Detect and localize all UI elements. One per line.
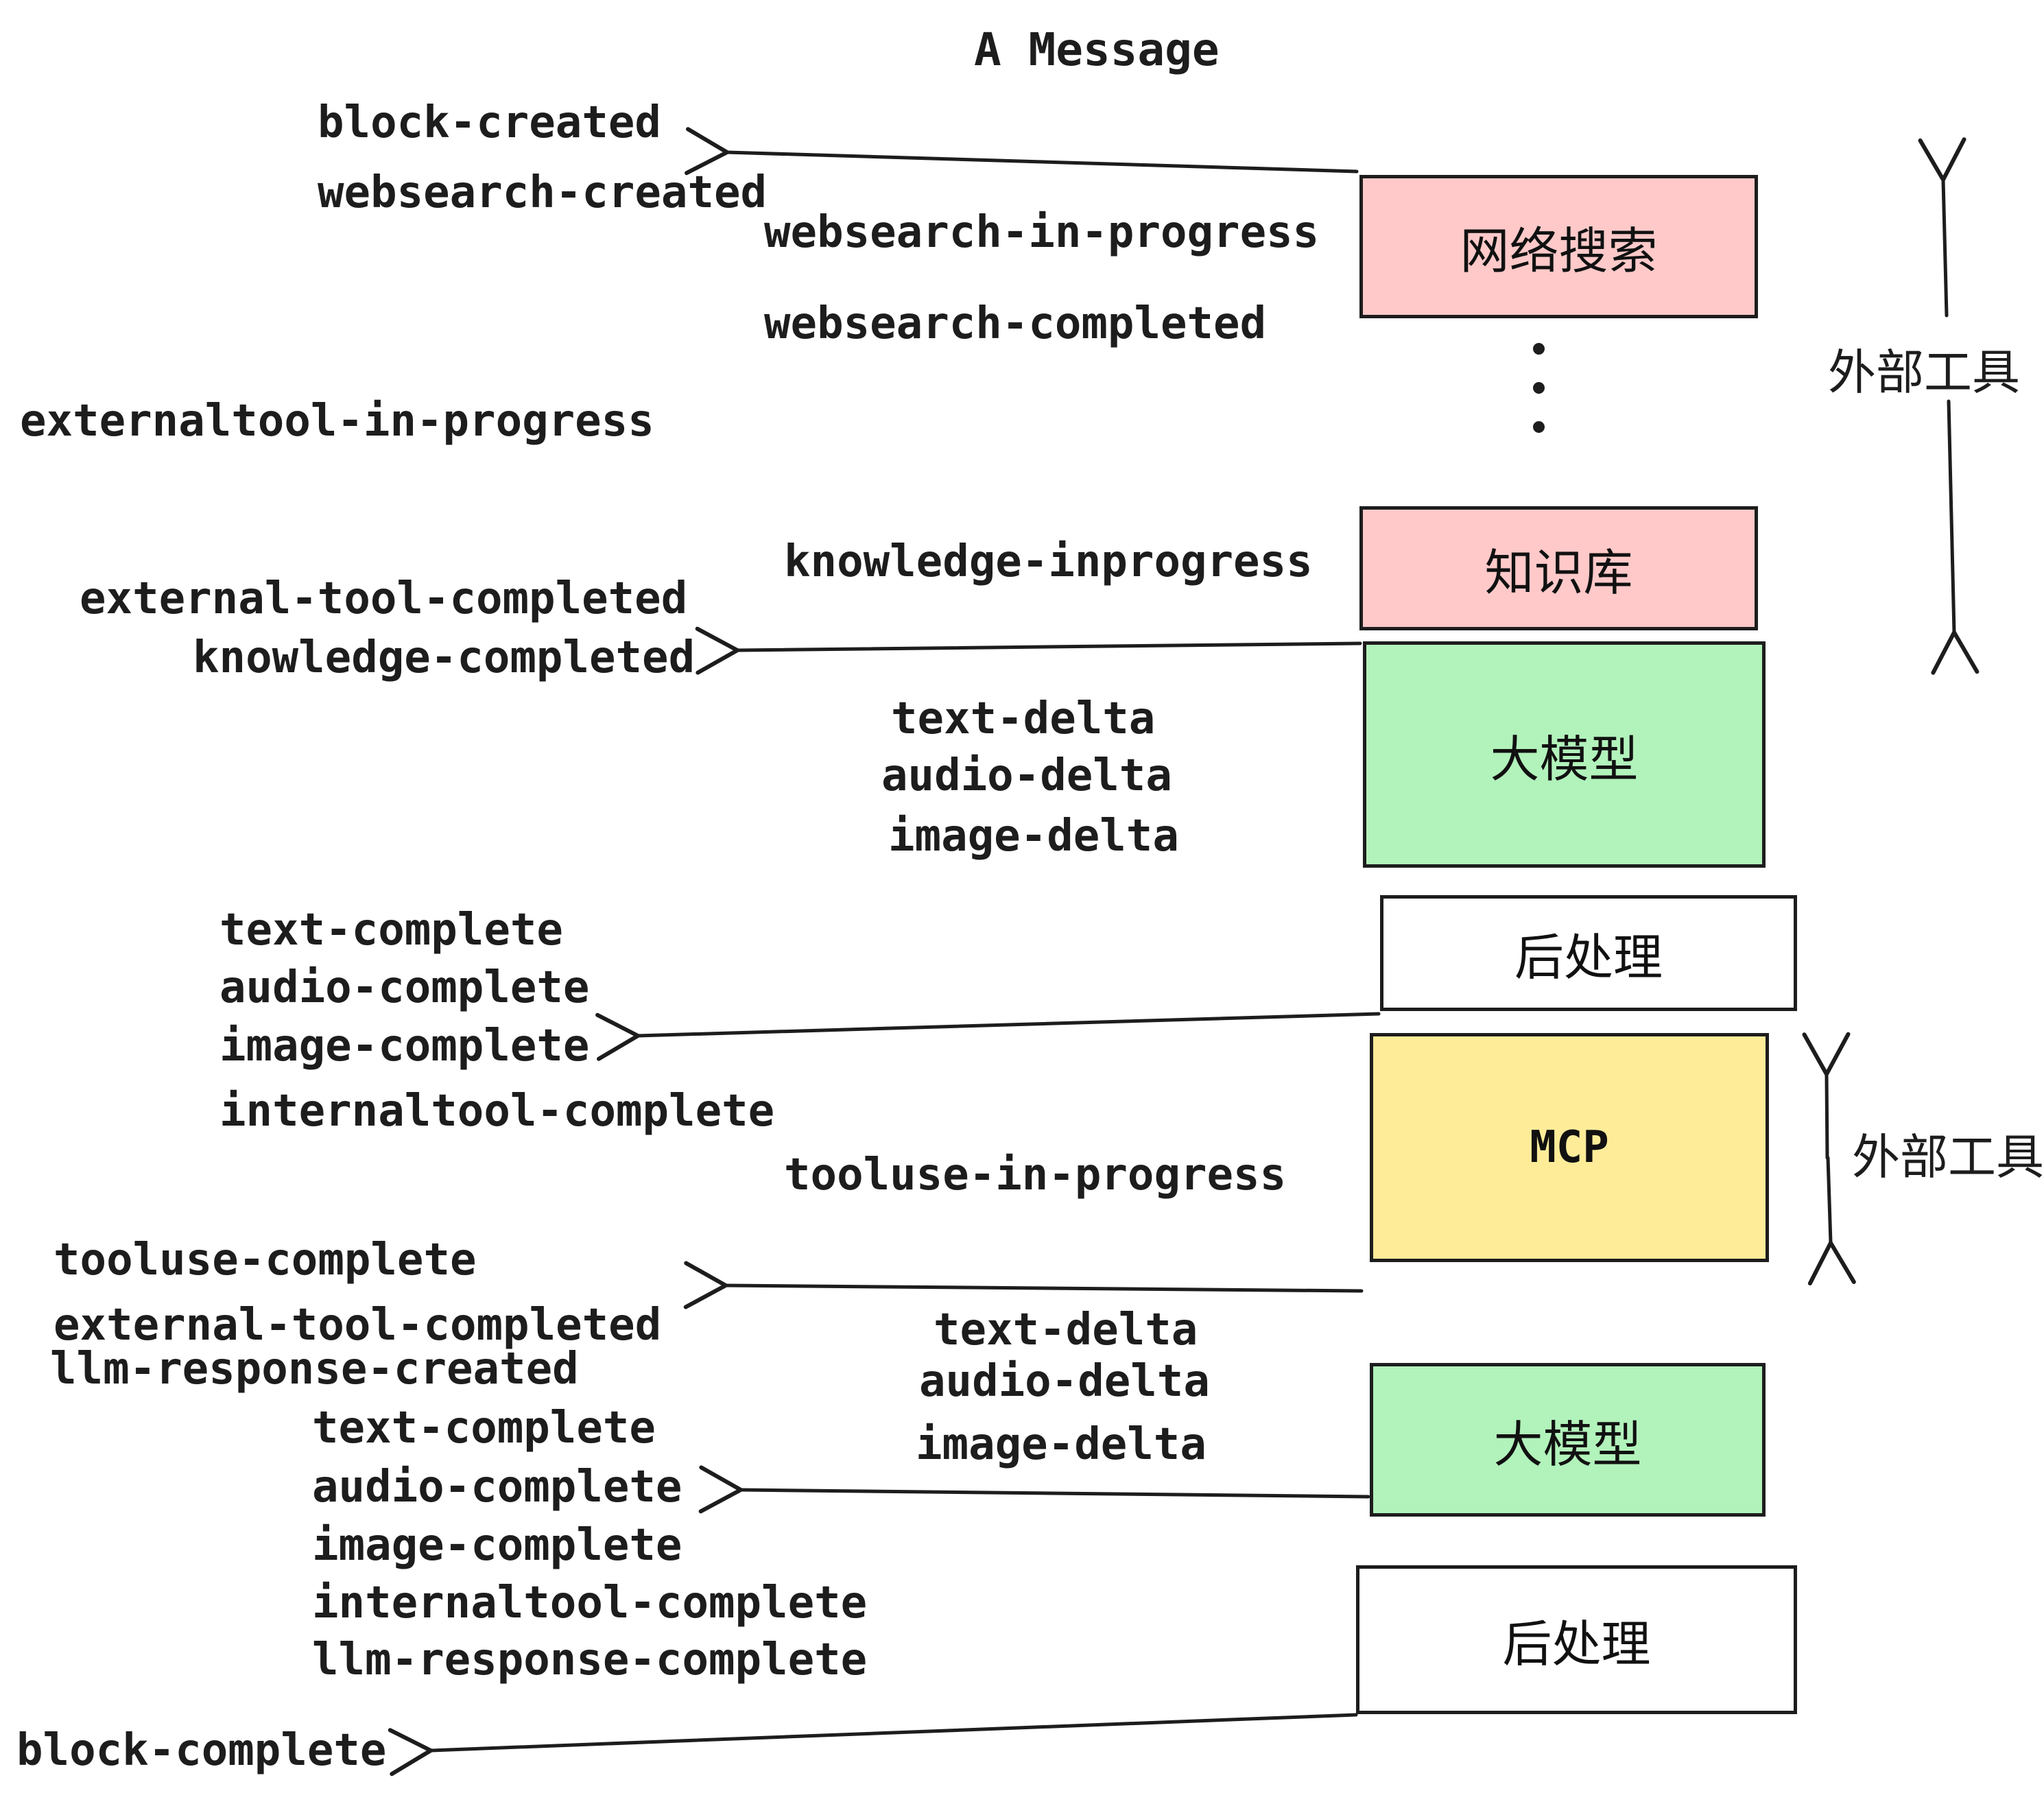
diagram-title: A Message	[974, 23, 1220, 76]
vertical-ellipsis	[1528, 343, 1549, 460]
annotation-external-tool-bottom: 外部工具	[1852, 1129, 2044, 1185]
event-external-tool-completed-1: external-tool-completed	[80, 573, 688, 624]
event-websearch-in-progress: websearch-in-progress	[764, 207, 1320, 258]
box-postprocess-1-label: 后处理	[1514, 929, 1663, 986]
arrow-postprocess2-to-block-complete	[388, 1713, 1358, 1777]
box-postprocess-2-label: 后处理	[1502, 1615, 1651, 1673]
event-llm-response-created: llm-response-created	[50, 1344, 579, 1394]
event-text-delta-2: text-delta	[934, 1305, 1198, 1355]
event-image-delta-1: image-delta	[888, 811, 1179, 862]
box-knowledge-label: 知识库	[1484, 544, 1633, 602]
ellipsis-dot	[1532, 382, 1545, 394]
arrow-knowledge-to-knowledge-completed	[695, 626, 1362, 675]
event-tooluse-in-progress: tooluse-in-progress	[784, 1150, 1287, 1200]
box-postprocess-1: 后处理	[1380, 895, 1797, 1011]
event-externaltool-in-progress: externaltool-in-progress	[20, 396, 654, 447]
event-audio-delta-2: audio-delta	[919, 1356, 1210, 1407]
event-knowledge-completed: knowledge-completed	[193, 632, 696, 683]
box-mcp-label: MCP	[1530, 1122, 1609, 1173]
annotation-external-tool-top: 外部工具	[1828, 344, 2020, 401]
event-text-complete-1: text-complete	[219, 905, 563, 956]
event-tooluse-complete: tooluse-complete	[54, 1235, 477, 1285]
box-mcp: MCP	[1370, 1033, 1769, 1262]
event-block-complete: block-complete	[16, 1725, 387, 1776]
event-llm-response-complete: llm-response-complete	[312, 1635, 868, 1685]
event-external-tool-completed-2: external-tool-completed	[54, 1300, 662, 1351]
ellipsis-dot	[1532, 343, 1545, 355]
event-audio-delta-1: audio-delta	[881, 750, 1172, 801]
event-websearch-completed: websearch-completed	[764, 298, 1267, 349]
event-audio-complete-1: audio-complete	[219, 962, 590, 1013]
event-internaltool-complete-2: internaltool-complete	[312, 1578, 868, 1628]
event-audio-complete-2: audio-complete	[312, 1462, 682, 1512]
box-llm-2: 大模型	[1370, 1363, 1766, 1517]
box-websearch: 网络搜索	[1359, 175, 1758, 318]
box-knowledge: 知识库	[1359, 506, 1758, 630]
arrow-external-tool-top-down	[1931, 399, 1980, 675]
arrow-mcp-to-tooluse-complete	[683, 1261, 1364, 1309]
event-internaltool-complete-1: internaltool-complete	[219, 1086, 775, 1137]
box-llm-1: 大模型	[1363, 641, 1766, 868]
arrow-external-tool-top-up	[1918, 137, 1966, 318]
box-postprocess-2: 后处理	[1356, 1565, 1797, 1714]
arrow-websearch-to-block-created	[685, 127, 1359, 176]
event-image-complete-1: image-complete	[219, 1021, 590, 1071]
event-image-delta-2: image-delta	[916, 1419, 1207, 1470]
box-llm-2-label: 大模型	[1493, 1415, 1642, 1473]
event-knowledge-inprogress: knowledge-inprogress	[784, 536, 1313, 587]
event-text-complete-2: text-complete	[312, 1403, 656, 1453]
arrow-llm2-to-audio-complete	[698, 1465, 1370, 1514]
box-llm-1-label: 大模型	[1490, 730, 1639, 788]
event-text-delta-1: text-delta	[891, 693, 1156, 744]
event-image-complete-2: image-complete	[312, 1520, 682, 1571]
event-block-created: block-created	[318, 97, 661, 148]
arrow-external-tool-bottom-down	[1807, 1156, 1856, 1286]
ellipsis-dot	[1532, 421, 1545, 433]
arrow-postprocess1-to-image-complete	[595, 1012, 1381, 1061]
event-websearch-created: websearch-created	[318, 167, 768, 218]
box-websearch-label: 网络搜索	[1460, 222, 1658, 280]
